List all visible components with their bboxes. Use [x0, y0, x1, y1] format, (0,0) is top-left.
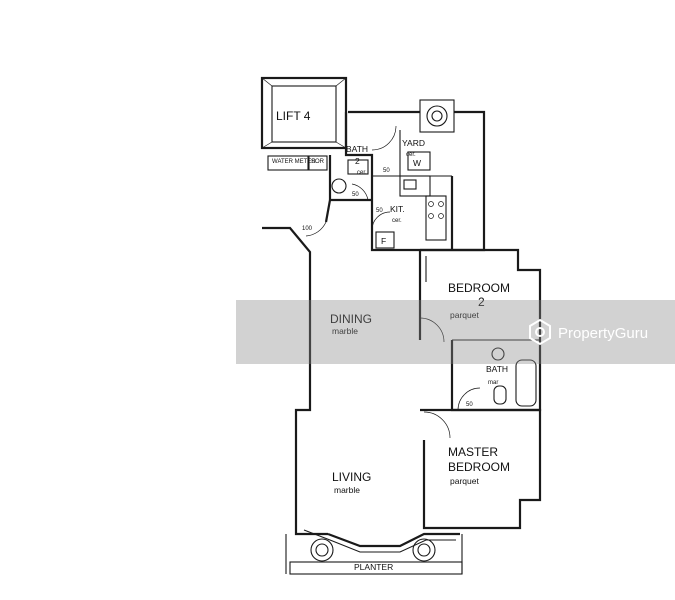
bedroom2-label-line1: BEDROOM	[448, 281, 510, 295]
watermark-brand: PropertyGuru	[558, 325, 648, 342]
master-bath-door-width: 50	[466, 402, 473, 408]
master-bath-floor: mar	[488, 380, 498, 386]
yard-label: YARD	[402, 138, 425, 148]
kitchen-floor: cer.	[392, 218, 402, 224]
bath2-number: 2	[355, 156, 360, 166]
service-block-walls	[328, 99, 486, 252]
kitchen-door-width: 50	[376, 208, 383, 214]
dining-label: DINING	[330, 312, 372, 326]
lift-label: LIFT 4	[276, 109, 311, 123]
meter-boxes: WATER METER SOR	[267, 155, 328, 171]
master-bedroom-floor: parquet	[450, 476, 479, 486]
apartment-walls	[262, 199, 463, 575]
bath2-door-width: 50	[352, 192, 359, 198]
living-floor: marble	[334, 485, 360, 495]
bedroom2-label-line2: 2	[478, 295, 485, 309]
master-bedroom-label-line2: BEDROOM	[448, 460, 510, 474]
master-bedroom-label-line1: MASTER	[448, 445, 498, 459]
entrance-door-width: 100	[302, 226, 313, 232]
propertyguru-logo-icon	[529, 318, 551, 346]
sor-label: SOR	[311, 159, 325, 165]
kitchen-label: KIT.	[390, 204, 405, 214]
bedroom2-walls	[418, 248, 542, 343]
fridge-label: F	[381, 236, 386, 246]
planter-label: PLANTER	[354, 562, 393, 572]
yard-door-width: 50	[383, 168, 390, 174]
yard-floor: cer.	[406, 152, 416, 158]
bath2-floor: cer.	[357, 170, 367, 176]
master-bath-label: BATH	[486, 364, 508, 374]
lift-shaft: LIFT 4	[260, 76, 348, 150]
washer-label: W	[413, 158, 421, 168]
watermark: PropertyGuru	[236, 300, 675, 364]
living-label: LIVING	[332, 470, 371, 484]
dining-floor: marble	[332, 326, 358, 336]
bedroom2-floor: parquet	[450, 310, 479, 320]
water-meter-label: WATER METER	[272, 159, 316, 165]
bath2-label: BATH	[346, 144, 368, 154]
master-bedroom-walls	[420, 408, 542, 530]
